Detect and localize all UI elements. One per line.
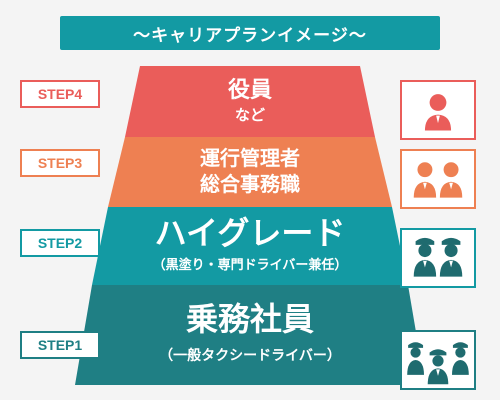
step1-label: STEP1 (20, 331, 100, 359)
step3-label: STEP3 (20, 149, 100, 177)
level3-line1: 運行管理者 (200, 146, 300, 170)
step4-label: STEP4 (20, 80, 100, 108)
driver-group-icon (407, 342, 469, 385)
executive-person-icon (424, 94, 452, 131)
step3-person-box (400, 149, 476, 209)
level4-title: 役員 (227, 78, 272, 103)
step2-label: STEP2 (20, 229, 100, 257)
pyramid-level-1 (75, 285, 425, 385)
level1-title: 乗務社員 (185, 300, 314, 338)
career-plan-title: 〜キャリアプランイメージ〜 (60, 16, 440, 50)
pyramid-level-3 (108, 137, 392, 207)
office-staff-icon (413, 162, 463, 198)
level3-line2: 総合事務職 (200, 172, 300, 196)
level2-title: ハイグレード (154, 214, 346, 252)
driver-with-cap-icon (413, 237, 463, 277)
pyramid-level-2 (92, 207, 408, 285)
level1-subtitle: （一般タクシードライバー） (159, 348, 341, 364)
level2-subtitle: （黒塗り・専門ドライバー兼任） (152, 258, 348, 273)
pyramid-level-4 (125, 66, 375, 137)
step2-person-box (400, 228, 476, 288)
level4-subtitle: など (234, 106, 265, 124)
step4-person-box (400, 80, 476, 140)
step1-person-box (400, 330, 476, 390)
